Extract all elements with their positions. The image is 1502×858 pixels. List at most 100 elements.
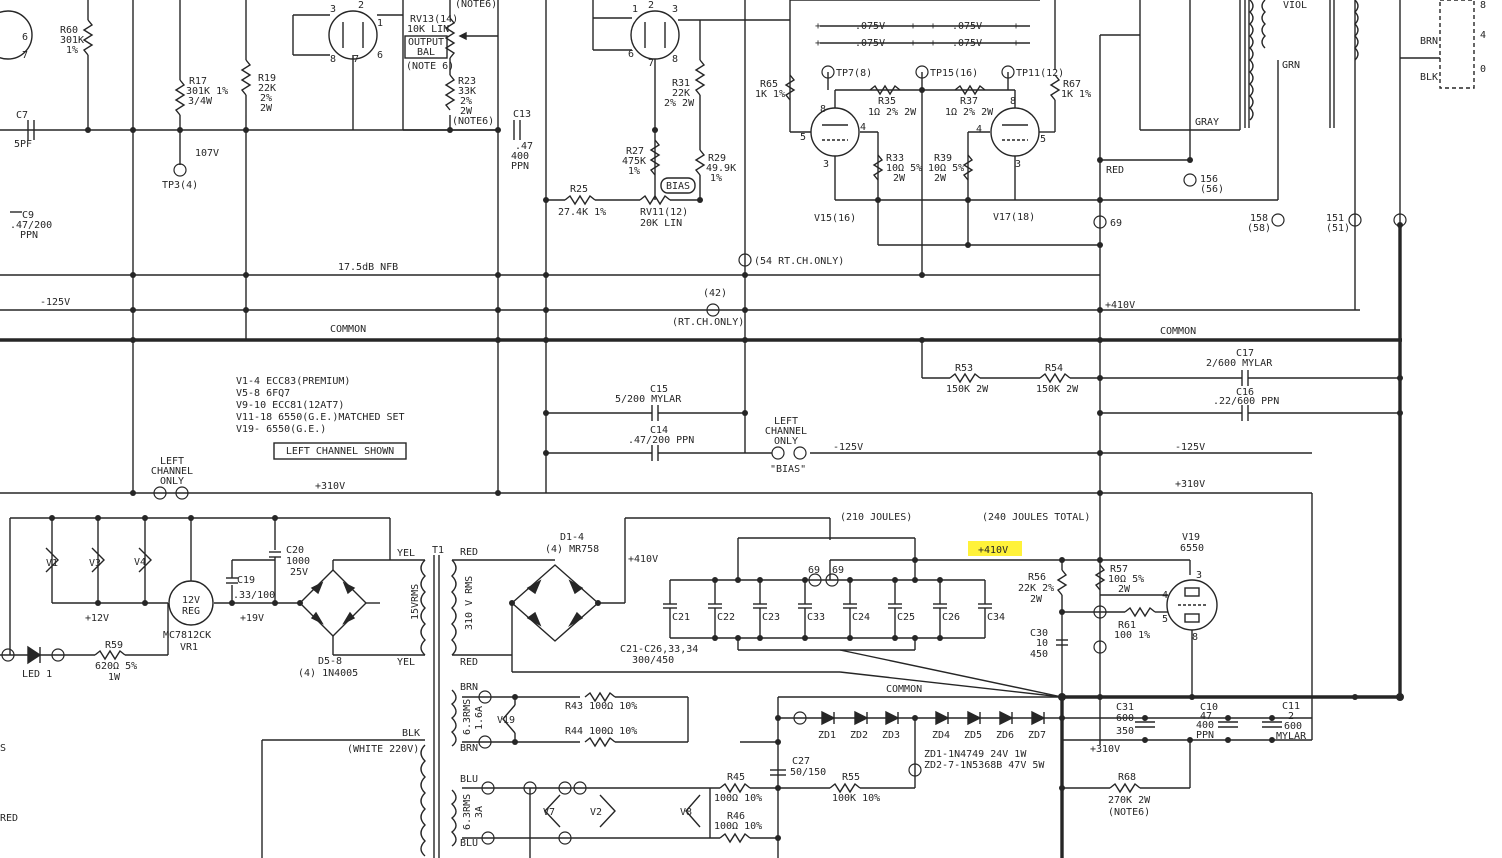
label: C33 — [807, 612, 825, 623]
r35-resistor — [869, 84, 901, 96]
test-point-icon — [706, 303, 720, 317]
junction-dots — [49, 87, 1404, 841]
tube-element — [1184, 613, 1200, 623]
label: 2W — [893, 173, 906, 184]
label: (NOTE6) — [1108, 807, 1150, 818]
label: +19V — [240, 613, 264, 624]
test-point-icon — [793, 711, 807, 725]
test-point-icon — [1271, 213, 1285, 227]
test-point-icon — [1093, 605, 1107, 619]
label: +410V — [1105, 300, 1135, 311]
label: 7 — [353, 54, 359, 65]
label: 47 — [1200, 711, 1212, 722]
label: 27.4K 1% — [558, 207, 606, 218]
label: 8 — [1480, 0, 1486, 11]
label: C13 — [513, 109, 531, 120]
label: C27 — [792, 756, 810, 767]
label: C16 — [1236, 387, 1254, 398]
label: 6 — [377, 50, 383, 61]
tube-element — [1184, 587, 1200, 597]
label: 50/150 — [790, 767, 826, 778]
diode-icon — [310, 611, 324, 625]
label: C14 — [650, 425, 668, 436]
label: C23 — [762, 612, 780, 623]
label: 22K — [258, 83, 276, 94]
r37-resistor — [954, 84, 986, 96]
label: 8 — [820, 104, 826, 115]
label: 8 — [1010, 96, 1016, 107]
led-icon — [27, 645, 42, 665]
label: R57 — [1110, 564, 1128, 575]
diode-icon — [568, 611, 584, 627]
label: BLK — [1420, 72, 1438, 83]
label: (42) — [703, 288, 727, 299]
test-point-icon — [821, 65, 835, 79]
label: 6 — [22, 32, 28, 43]
label: 22K 2% — [1018, 583, 1054, 594]
label: 2W — [1118, 584, 1131, 595]
test-point-icon — [173, 163, 187, 177]
label: 107V — [195, 148, 219, 159]
label: 150K 2W — [946, 384, 989, 395]
label: V1 — [46, 558, 58, 569]
label: R54 — [1045, 363, 1063, 374]
label: 49.9K — [706, 163, 736, 174]
label: 5 — [800, 132, 806, 143]
label: R29 — [708, 153, 726, 164]
label: 15VRMS — [410, 584, 421, 620]
test-point-icon — [915, 65, 929, 79]
test-point-icon — [153, 486, 167, 500]
label: +410V — [628, 554, 658, 565]
bias-box — [660, 177, 696, 194]
diode-icon — [568, 579, 584, 595]
label: 4 — [1162, 590, 1168, 601]
label: 3 — [1196, 570, 1202, 581]
t1-secondary-310v — [451, 559, 457, 656]
label: .22/600 PPN — [1213, 396, 1279, 407]
label: 2% 2W — [664, 98, 695, 109]
label: (NOTE6) — [455, 0, 497, 10]
label: 1.6A — [474, 706, 485, 730]
r65-resistor — [784, 74, 796, 101]
label: C10 — [1200, 702, 1218, 713]
label: V8 — [680, 807, 692, 818]
heater-v1 — [45, 547, 59, 573]
label: 400 — [1196, 720, 1214, 731]
label: 1W — [108, 672, 121, 683]
label: 1000 — [286, 556, 310, 567]
label: 8 — [672, 54, 678, 65]
label: VIOL — [1283, 0, 1307, 11]
label: PPN — [20, 230, 38, 241]
label: 69 — [1110, 218, 1122, 229]
test-point-icon — [1183, 173, 1197, 187]
label: 69 — [832, 565, 844, 576]
label: BLU — [460, 774, 478, 785]
label: 7 — [22, 50, 28, 61]
bridge-d1-4 — [510, 564, 600, 642]
label: TP7(8) — [836, 68, 872, 79]
label: V17(18) — [993, 212, 1035, 223]
label: C17 — [1236, 348, 1254, 359]
label: D1-4 — [560, 532, 584, 543]
test-point-icon — [175, 486, 189, 500]
label: ZD7 — [1028, 730, 1046, 741]
label: +310V — [1090, 744, 1120, 755]
plus410-highlighted-label: +410V — [978, 545, 1008, 556]
label: R56 — [1028, 572, 1046, 583]
label: C24 — [852, 612, 870, 623]
label: ONLY — [160, 476, 184, 487]
test-point-icon — [478, 690, 492, 704]
label: R65 — [760, 79, 778, 90]
label: 156 — [1200, 174, 1218, 185]
label: V7 — [543, 807, 555, 818]
label: GRN — [1282, 60, 1300, 71]
label: 2W — [934, 173, 947, 184]
label: R39 — [934, 153, 952, 164]
label: RED — [460, 657, 478, 668]
label: 1% — [710, 173, 722, 184]
r25-resistor — [564, 194, 596, 206]
label: 10 — [1036, 638, 1048, 649]
label: COMMON — [886, 684, 922, 695]
label: V4 — [134, 557, 146, 568]
label: BLU — [460, 838, 478, 849]
